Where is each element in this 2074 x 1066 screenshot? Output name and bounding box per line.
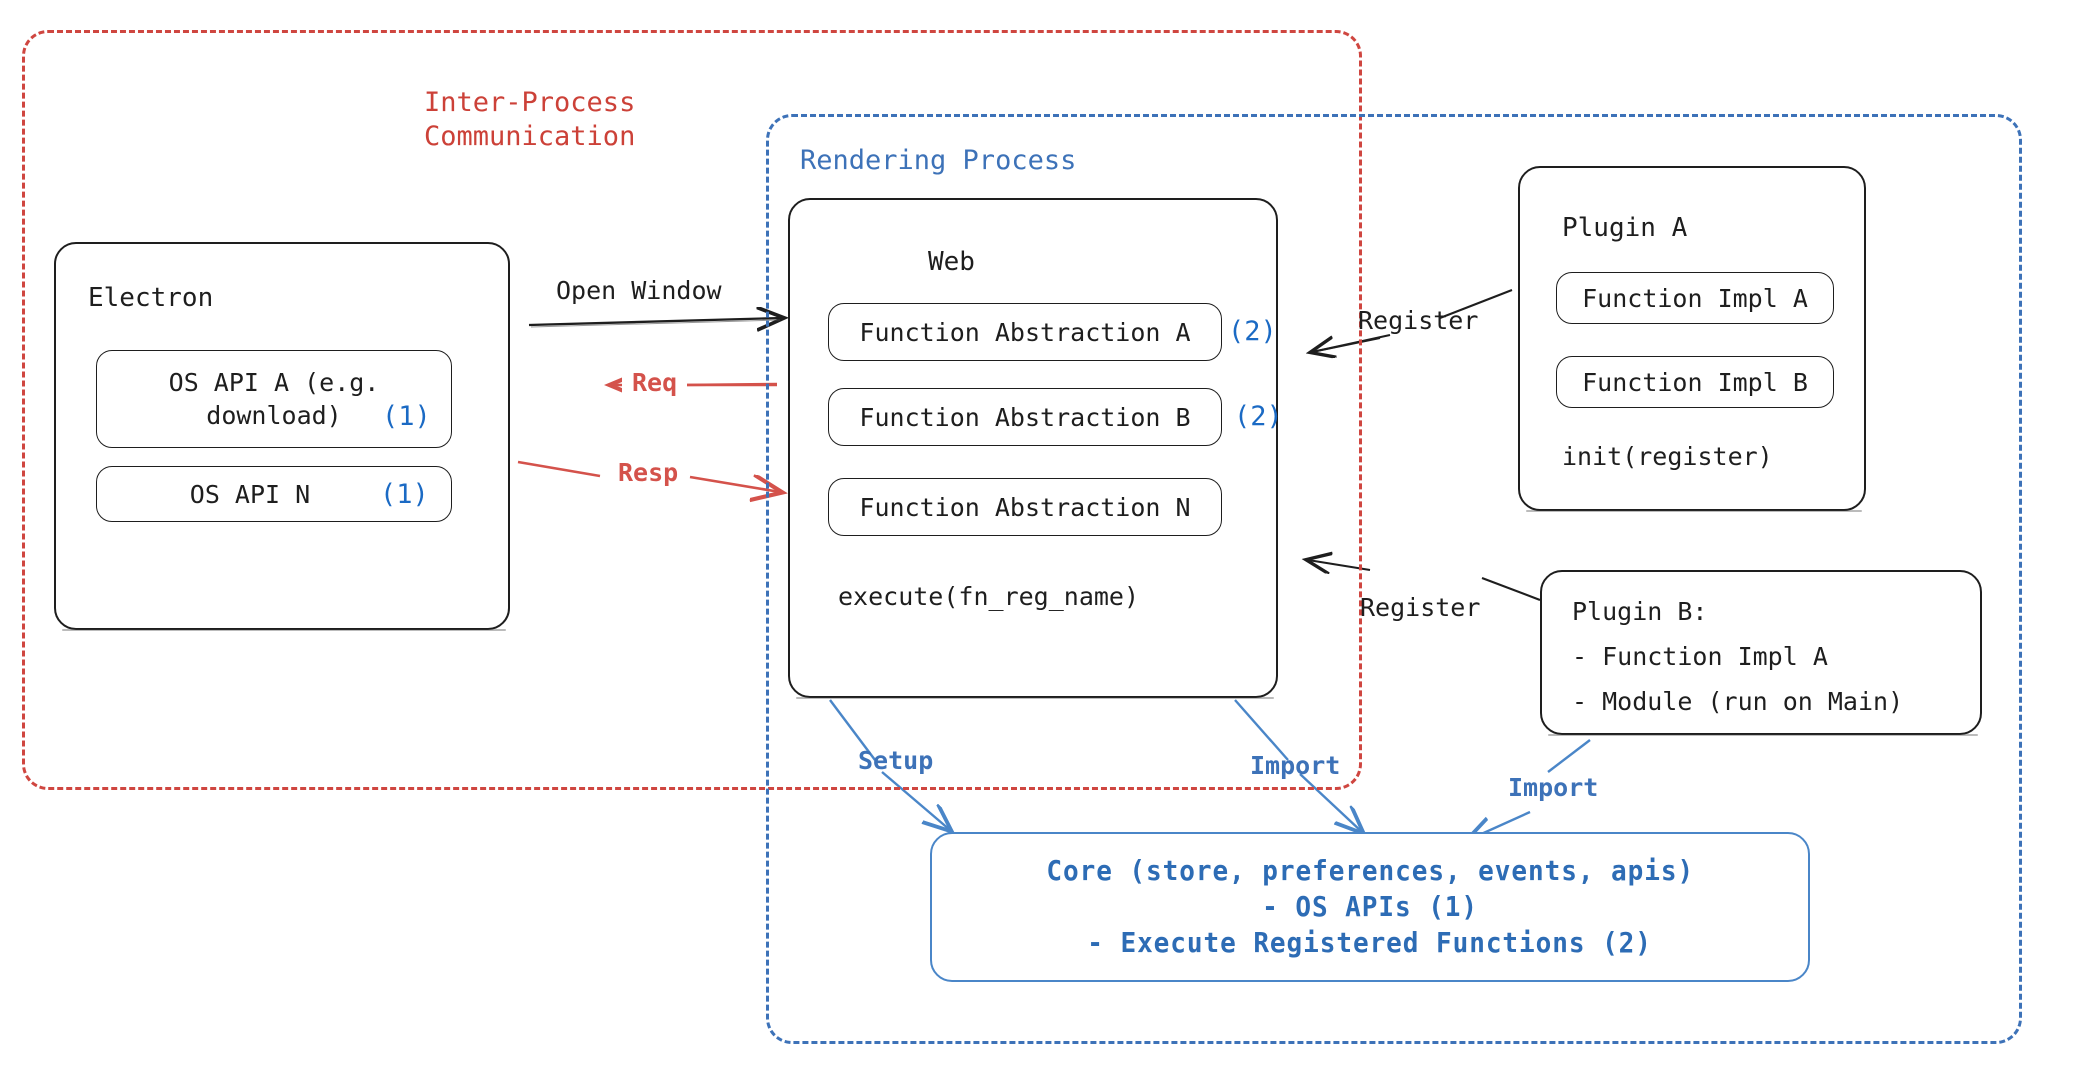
plugin-a-function-impl-b-label: Function Impl B: [1582, 367, 1808, 397]
plugin-a-title: Plugin A: [1562, 213, 1688, 243]
plugin-b-line-2: - Module (run on Main): [1572, 687, 1904, 716]
edge-label-resp: Resp: [608, 457, 689, 488]
edge-label-register-plugin-a: Register: [1358, 306, 1479, 335]
edge-label-register-plugin-b: Register: [1360, 593, 1481, 622]
region-rendering-process-label: Rendering Process: [800, 145, 1077, 176]
edge-label-import-web: Import: [1250, 751, 1341, 780]
function-abstraction-a-box[interactable]: Function Abstraction A: [828, 303, 1222, 361]
os-api-a-box[interactable]: OS API A (e.g. download): [96, 350, 452, 448]
plugin-a-function-impl-b-box[interactable]: Function Impl B: [1556, 356, 1834, 408]
edge-label-setup: Setup: [858, 746, 934, 775]
electron-title: Electron: [88, 283, 214, 313]
plugin-a-box[interactable]: [1518, 166, 1866, 512]
core-line-2: - OS APIs (1): [1262, 890, 1478, 923]
function-abstraction-a-label: Function Abstraction A: [859, 317, 1191, 347]
function-abstraction-a-marker: (2): [1228, 316, 1277, 347]
edge-label-open-window: Open Window: [556, 276, 722, 305]
edge-label-req: Req: [622, 367, 688, 398]
web-title: Web: [928, 247, 975, 277]
function-abstraction-b-box[interactable]: Function Abstraction B: [828, 388, 1222, 446]
function-abstraction-n-label: Function Abstraction N: [859, 492, 1191, 522]
os-api-n-marker: (1): [380, 479, 429, 510]
plugin-a-init-label: init(register): [1562, 442, 1773, 471]
web-box[interactable]: [788, 198, 1278, 699]
function-abstraction-n-box[interactable]: Function Abstraction N: [828, 478, 1222, 536]
core-line-1: Core (store, preferences, events, apis): [1046, 854, 1694, 887]
region-inter-process-communication: [22, 30, 1362, 790]
os-api-n-label: OS API N: [189, 479, 311, 509]
core-box[interactable]: Core (store, preferences, events, apis) …: [930, 832, 1810, 982]
core-line-3: - Execute Registered Functions (2): [1087, 926, 1653, 959]
plugin-a-function-impl-a-label: Function Impl A: [1582, 283, 1808, 313]
plugin-b-title: Plugin B:: [1572, 597, 1708, 626]
plugin-a-function-impl-a-box[interactable]: Function Impl A: [1556, 272, 1834, 324]
function-abstraction-b-label: Function Abstraction B: [859, 402, 1191, 432]
plugin-b-box[interactable]: [1540, 570, 1982, 736]
plugin-b-line-1: - Function Impl A: [1572, 642, 1828, 671]
region-rendering-process: [766, 114, 2022, 1044]
os-api-n-box[interactable]: OS API N: [96, 466, 452, 522]
web-execute-label: execute(fn_reg_name): [838, 582, 1140, 611]
region-ipc-label: Inter-Process Communication: [424, 87, 636, 152]
os-api-a-label: OS API A (e.g. download): [168, 368, 380, 430]
os-api-a-marker: (1): [382, 401, 431, 432]
function-abstraction-b-marker: (2): [1234, 401, 1283, 432]
edge-label-import-plugin: Import: [1508, 773, 1599, 802]
